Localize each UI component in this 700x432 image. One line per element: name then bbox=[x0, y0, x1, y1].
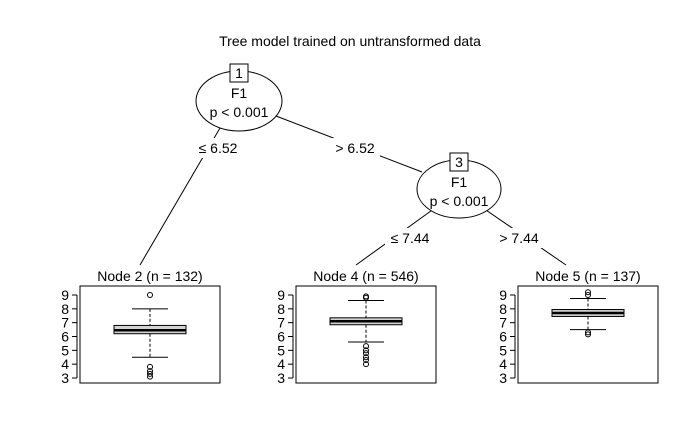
y-tick-label-3-3: 3 bbox=[499, 370, 507, 386]
node-root-id-box bbox=[229, 63, 249, 83]
edge-label-root-right: > 6.52 bbox=[330, 138, 380, 158]
y-tick-label-1-5: 5 bbox=[61, 342, 69, 358]
y-tick-label-2-8: 8 bbox=[277, 301, 285, 317]
node-inner-p: p < 0.001 bbox=[430, 193, 489, 209]
edge-label-root-right-text: > 6.52 bbox=[335, 140, 375, 156]
leaf-label-3: Node 5 (n = 137) bbox=[535, 268, 640, 284]
diagram-title: Tree model trained on untransformed data bbox=[219, 33, 481, 49]
leaf-label-1: Node 2 (n = 132) bbox=[97, 268, 202, 284]
outlier-2-7 bbox=[363, 357, 369, 364]
edge-label-inner-right-text: > 7.44 bbox=[499, 230, 539, 246]
edge-label-inner-right: > 7.44 bbox=[494, 228, 544, 248]
outlier-2-2 bbox=[363, 293, 369, 300]
edge-label-inner-left-text: ≤ 7.44 bbox=[391, 230, 430, 246]
y-tick-label-2-4: 4 bbox=[277, 356, 285, 372]
node-root-id: 1 bbox=[235, 65, 243, 81]
outlier-2-6 bbox=[363, 354, 369, 361]
y-tick-label-1-3: 3 bbox=[61, 370, 69, 386]
node-inner: 3 F1 p < 0.001 bbox=[416, 152, 502, 219]
node-root-var: F1 bbox=[231, 85, 248, 101]
outlier-3-4 bbox=[585, 331, 591, 338]
outlier-1-1 bbox=[147, 292, 153, 298]
y-tick-label-2-3: 3 bbox=[277, 370, 285, 386]
outlier-1-4 bbox=[147, 370, 153, 377]
outlier-3-2 bbox=[585, 292, 591, 298]
leaf-label-2: Node 4 (n = 546) bbox=[313, 268, 418, 284]
outlier-1-5 bbox=[147, 373, 153, 380]
y-tick-label-1-4: 4 bbox=[61, 356, 69, 372]
outlier-1-2 bbox=[147, 363, 153, 370]
y-tick-label-3-7: 7 bbox=[499, 315, 507, 331]
edge-label-root-left-text: ≤ 6.52 bbox=[199, 140, 238, 156]
y-tick-label-3-4: 4 bbox=[499, 356, 507, 372]
outlier-2-4 bbox=[363, 347, 369, 354]
y-tick-label-3-9: 9 bbox=[499, 287, 507, 303]
y-tick-label-3-8: 8 bbox=[499, 301, 507, 317]
node-inner-var: F1 bbox=[451, 174, 468, 190]
y-tick-label-2-7: 7 bbox=[277, 315, 285, 331]
y-tick-label-1-6: 6 bbox=[61, 329, 69, 345]
outlier-2-5 bbox=[363, 350, 369, 357]
outlier-3-1 bbox=[585, 289, 591, 296]
node-inner-id-box bbox=[449, 152, 469, 172]
edge-label-root-left: ≤ 6.52 bbox=[195, 138, 245, 158]
y-tick-label-2-6: 6 bbox=[277, 329, 285, 345]
outlier-1-3 bbox=[147, 368, 153, 375]
y-tick-label-1-7: 7 bbox=[61, 315, 69, 331]
node-inner-id: 3 bbox=[455, 154, 463, 170]
outlier-3-3 bbox=[585, 329, 591, 336]
outlier-2-3 bbox=[363, 343, 369, 350]
y-tick-label-2-9: 9 bbox=[277, 287, 285, 303]
edge-label-inner-left: ≤ 7.44 bbox=[385, 228, 435, 248]
outlier-2-8 bbox=[363, 361, 369, 368]
y-tick-label-3-5: 5 bbox=[499, 342, 507, 358]
node-root-p: p < 0.001 bbox=[210, 104, 269, 120]
node-root: 1 F1 p < 0.001 bbox=[195, 63, 283, 132]
y-tick-label-1-9: 9 bbox=[61, 287, 69, 303]
y-tick-label-2-5: 5 bbox=[277, 342, 285, 358]
y-tick-label-1-8: 8 bbox=[61, 301, 69, 317]
y-tick-label-3-6: 6 bbox=[499, 329, 507, 345]
